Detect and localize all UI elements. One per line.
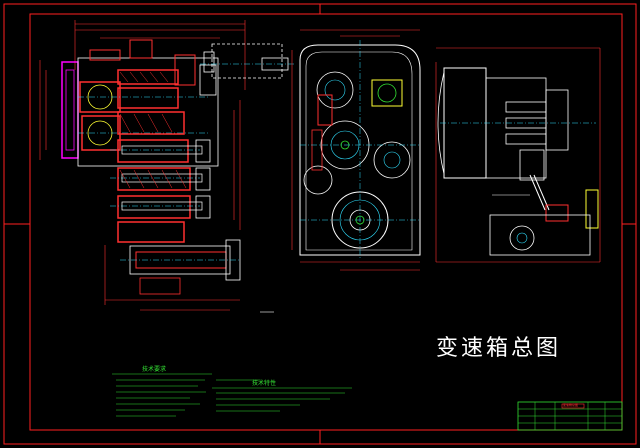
technical-requirements-heading: 技术要求 (142, 366, 167, 373)
title-block-name: 变速箱总图 (563, 403, 579, 407)
right-side-view (435, 47, 601, 263)
outer-border (3, 3, 637, 445)
notes-left-lines (116, 379, 206, 417)
detail-view-top (200, 43, 295, 79)
center-gear-view (291, 29, 421, 271)
title-block-frame (517, 401, 623, 431)
drawing-title: 变速箱总图 (436, 336, 562, 361)
left-section-view (39, 20, 246, 311)
notes-right-lines (216, 379, 345, 412)
inner-frame (29, 13, 623, 431)
technical-specs-heading: 技术特性 (252, 380, 277, 387)
